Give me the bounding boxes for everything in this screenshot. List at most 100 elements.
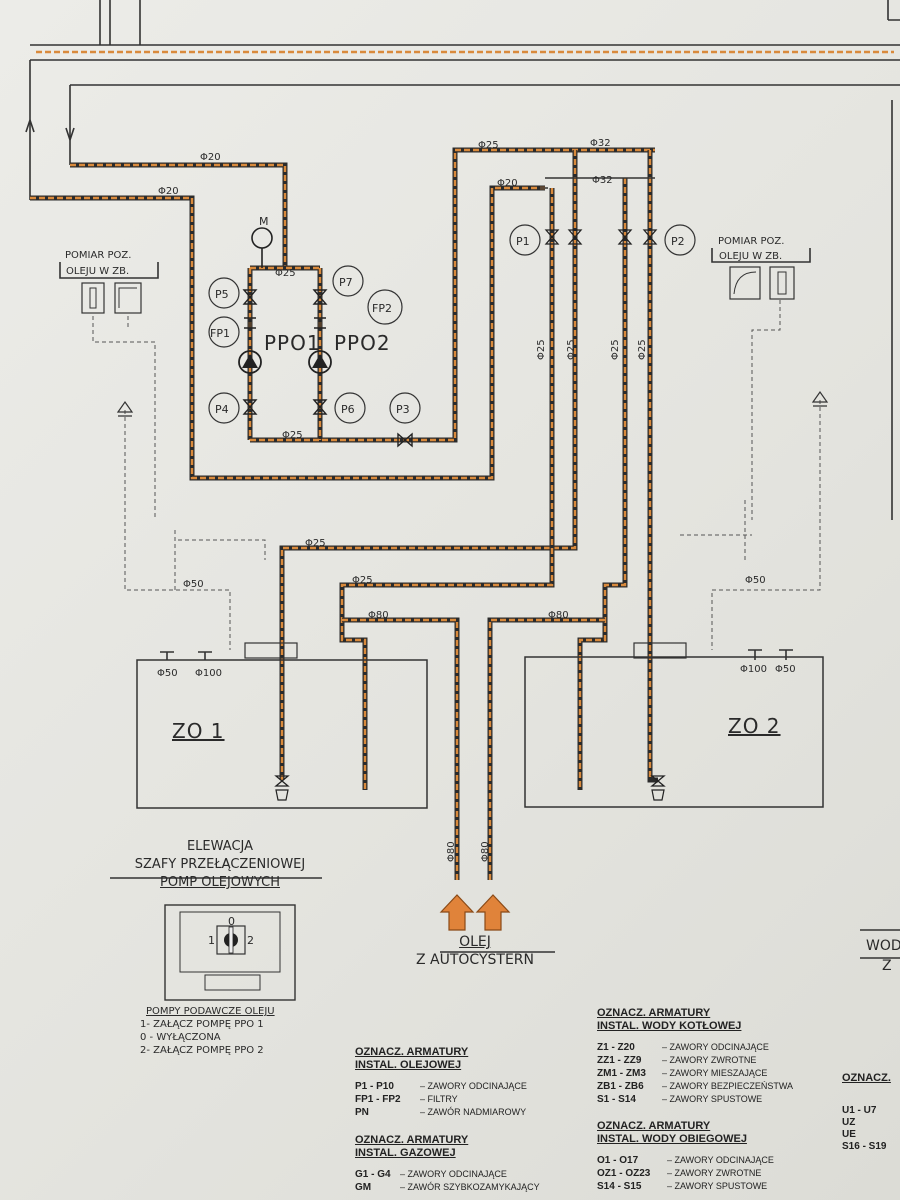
legend-circulating-water: OZNACZ. ARMATURY INSTAL. WODY OBIEGOWEJ … [597, 1120, 822, 1193]
pipe-size-label: Φ80 [548, 610, 569, 621]
pipe-size-label: Φ80 [446, 841, 457, 862]
pipe-size-label: Φ32 [590, 138, 611, 149]
legend-row: UZ [842, 1117, 856, 1128]
legend-title: INSTAL. GAZOWEJ [355, 1147, 456, 1159]
legend-row: S16 - S19 [842, 1141, 887, 1152]
pipe-size-label: Φ25 [637, 339, 648, 360]
pipe-size-label: Φ25 [610, 339, 621, 360]
tank-zo2-size-a: Φ100 [740, 664, 767, 675]
legend-row: UE [842, 1129, 856, 1140]
tank-zo2 [524, 656, 824, 808]
right-edge-line: WOD [866, 938, 900, 954]
switch-panel [110, 877, 322, 1001]
legend-gas: OZNACZ. ARMATURY INSTAL. GAZOWEJ G1 - G4… [355, 1134, 565, 1194]
pipe-size-label: Φ50 [183, 579, 204, 590]
valve-label-p7: P7 [339, 276, 353, 289]
level-meter-right-line1: POMIAR POZ. [718, 236, 784, 247]
legend-row: G1 - G4– ZAWORY ODCINAJĄCE [355, 1169, 507, 1180]
pipe-size-label: Φ20 [200, 152, 221, 163]
valve-label-p2: P2 [671, 235, 685, 248]
supply-label: OLEJ Z AUTOCYSTERN [405, 933, 545, 969]
legend-row: FP1 - FP2– FILTRY [355, 1094, 458, 1105]
switch-position-2: 2 [247, 934, 254, 947]
legend-row: U1 - U7 [842, 1105, 877, 1116]
pipe-size-label: Φ20 [497, 178, 518, 189]
legend-row: PN– ZAWÓR NADMIAROWY [355, 1107, 527, 1118]
legend-title: OZNACZ. ARMATURY [355, 1046, 469, 1058]
legend-row: P1 - P10– ZAWORY ODCINAJĄCE [355, 1081, 527, 1092]
pump-label-ppo1: PPO1 [264, 331, 321, 355]
supply-arrows [439, 894, 555, 953]
panel-subtitle: POMPY PODAWCZE OLEJU [146, 1006, 275, 1017]
pipe-size-label: Φ25 [275, 268, 296, 279]
valve-label-p6: P6 [341, 403, 355, 416]
diagram-labels: M PPO1 PPO2 P5 FP1 P4 P7 FP2 P6 P3 P1 P2… [65, 138, 796, 947]
vent-lines [92, 300, 829, 660]
supply-label-line: Z AUTOCYSTERN [415, 952, 534, 968]
right-edge-frame [860, 100, 900, 959]
legend-title: OZNACZ. ARMATURY [597, 1007, 711, 1019]
level-meter-left-line1: POMIAR POZ. [65, 250, 131, 261]
legend-row: OZ1 - OZ23– ZAWORY ZWROTNE [597, 1168, 762, 1179]
pipe-size-label: Φ50 [745, 575, 766, 586]
tank-zo2-size-b: Φ50 [775, 664, 796, 675]
supply-label-line: OLEJ [459, 934, 491, 950]
top-header-pipes [29, 0, 900, 200]
panel-line: 0 - WYŁĄCZONA [140, 1032, 221, 1043]
tank-zo1-size-a: Φ50 [157, 668, 178, 679]
legend-title: INSTAL. OLEJOWEJ [355, 1059, 462, 1071]
level-meter-right-line2: OLEJU W ZB. [719, 251, 782, 262]
pipe-size-label: Φ32 [592, 175, 613, 186]
switch-position-1: 1 [208, 934, 215, 947]
filter-label-fp1: FP1 [210, 327, 230, 340]
right-edge-label: WOD Z [866, 936, 900, 976]
tank-zo1-label: ZO 1 [172, 719, 225, 743]
legend-row: S1 - S14– ZAWORY SPUSTOWE [597, 1094, 763, 1105]
legend-row: ZZ1 - ZZ9– ZAWORY ZWROTNE [597, 1055, 757, 1066]
panel-title-line: POMP OLEJOWYCH [160, 875, 280, 890]
tank-zo1-size-b: Φ100 [195, 668, 222, 679]
panel-title: ELEWACJA SZAFY PRZEŁĄCZENIOWEJ POMP OLEJ… [120, 838, 320, 892]
pipe-size-label: Φ25 [282, 430, 303, 441]
valve-label-p4: P4 [215, 403, 229, 416]
legend-row: Z1 - Z20– ZAWORY ODCINAJĄCE [597, 1042, 769, 1053]
pipe-size-label: Φ25 [536, 339, 547, 360]
legend-title: INSTAL. WODY OBIEGOWEJ [597, 1133, 747, 1145]
pipe-d80-supply [342, 617, 605, 880]
legend-row: O1 - O17– ZAWORY ODCINAJĄCE [597, 1155, 774, 1166]
pipe-size-label: Φ80 [480, 841, 491, 862]
legend-title: OZNACZ. [842, 1072, 891, 1084]
legend-title: OZNACZ. ARMATURY [355, 1134, 469, 1146]
valve-label-p3: P3 [396, 403, 410, 416]
pump-label-ppo2: PPO2 [334, 331, 391, 355]
level-meters [59, 248, 811, 314]
filter-label-fp2: FP2 [372, 302, 392, 315]
level-meter-left-line2: OLEJU W ZB. [66, 266, 129, 277]
supply-arrow-right-icon [475, 894, 511, 931]
tank-zo1 [136, 659, 428, 809]
panel-title-line: ELEWACJA [186, 839, 254, 854]
panel-line: 1- ZAŁĄCZ POMPĘ PPO 1 [140, 1019, 264, 1030]
valve-label-p1: P1 [516, 235, 530, 248]
legend-partial: OZNACZ. U1 - U7 UZ UE S16 - S19 [842, 1072, 900, 1153]
legend-title: OZNACZ. ARMATURY [597, 1120, 711, 1132]
switch-position-0: 0 [228, 915, 235, 928]
legend-oil: OZNACZ. ARMATURY INSTAL. OLEJOWEJ P1 - P… [355, 1046, 565, 1119]
pump-group [208, 147, 696, 448]
legend-title: INSTAL. WODY KOTŁOWEJ [597, 1020, 742, 1032]
pipe-size-label: Φ20 [158, 186, 179, 197]
right-edge-line: Z [882, 958, 892, 974]
legend-row: ZB1 - ZB6– ZAWORY BEZPIECZEŃSTWA [597, 1081, 794, 1092]
tank-zo2-label: ZO 2 [728, 714, 781, 738]
panel-line: 2- ZAŁĄCZ POMPĘ PPO 2 [140, 1045, 264, 1056]
legend-row: GM– ZAWÓR SZYBKOZAMYKAJĄCY [355, 1182, 540, 1193]
pipe-size-label: Φ25 [352, 575, 373, 586]
pipe-size-label: Φ80 [368, 610, 389, 621]
gauge-label: M [259, 215, 269, 228]
legend-boiler-water: OZNACZ. ARMATURY INSTAL. WODY KOTŁOWEJ Z… [597, 1007, 822, 1106]
supply-arrow-left-icon [439, 894, 475, 931]
pipe-size-label: Φ25 [566, 339, 577, 360]
panel-title-line: SZAFY PRZEŁĄCZENIOWEJ [134, 857, 306, 872]
